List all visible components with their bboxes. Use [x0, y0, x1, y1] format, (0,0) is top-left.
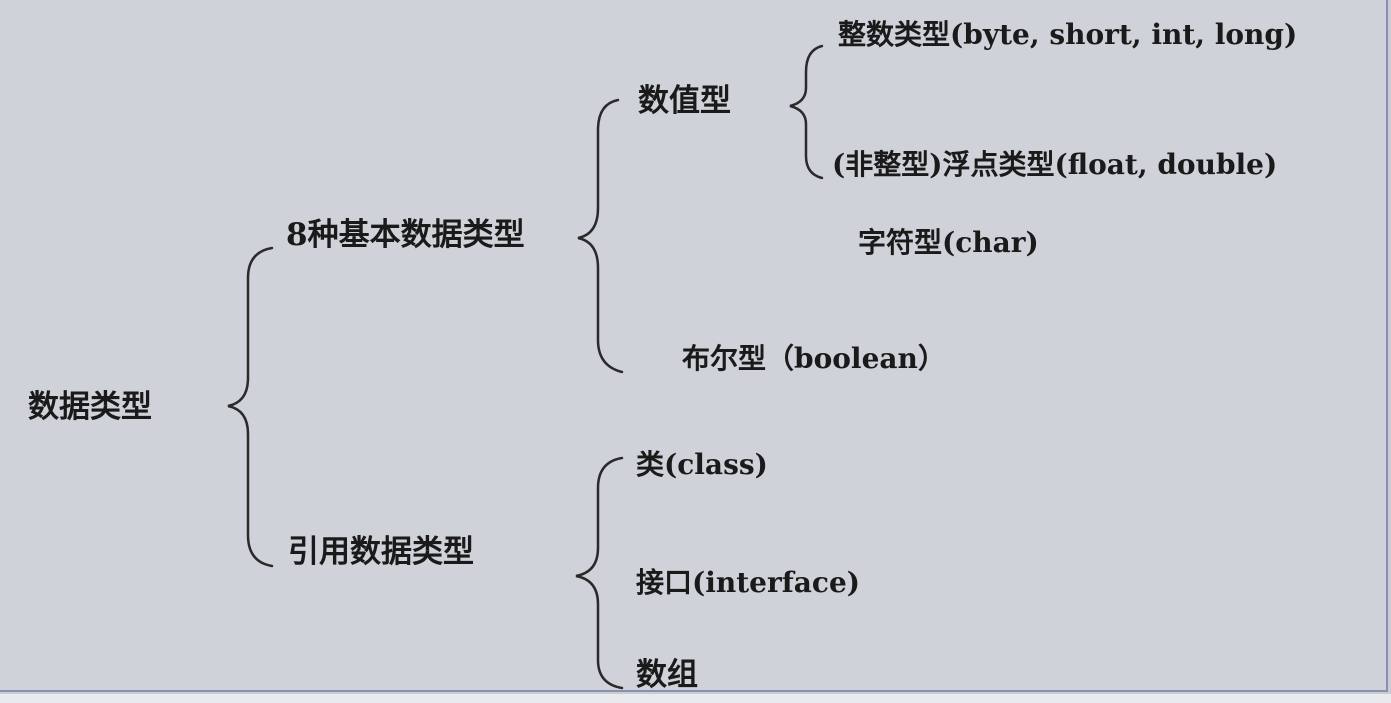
node-numeric: 数值型 [638, 83, 731, 119]
node-primitive: 8种基本数据类型 [286, 217, 525, 253]
node-floating: (非整型)浮点类型(float, double) [832, 148, 1278, 181]
node-integer: 整数类型(byte, short, int, long) [838, 18, 1298, 51]
node-root: 数据类型 [28, 389, 152, 425]
node-char: 字符型(char) [858, 226, 1039, 259]
node-reference: 引用数据类型 [288, 534, 474, 570]
root-brace [227, 246, 274, 568]
numeric-brace [789, 44, 824, 180]
reference-brace [575, 456, 624, 690]
node-boolean: 布尔型（boolean） [682, 342, 946, 375]
node-interface: 接口(interface) [636, 566, 861, 599]
node-array: 数组 [636, 657, 698, 693]
primitive-brace [577, 98, 624, 374]
bottom-strip [0, 694, 1391, 703]
node-class: 类(class) [636, 448, 768, 481]
